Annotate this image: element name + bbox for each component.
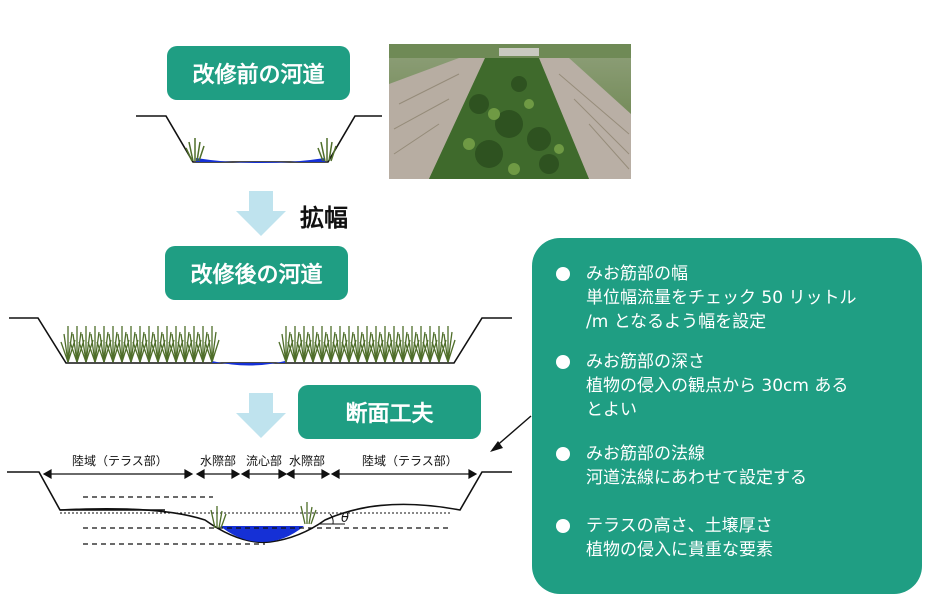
bullet-icon [556, 267, 570, 281]
info-item: みお筋部の法線 河道法線にあわせて設定する [556, 442, 910, 490]
info-item: テラスの高さ、土壌厚さ 植物の侵入に貴重な要素 [556, 514, 910, 562]
info-item-title: テラスの高さ、土壌厚さ [586, 516, 773, 536]
bullet-icon [556, 519, 570, 533]
grass-icon [185, 138, 337, 162]
info-item: みお筋部の深さ 植物の侵入の観点から 30cm ある とよい [556, 350, 910, 422]
grass-icon [210, 502, 317, 529]
grass-icon [60, 326, 456, 363]
detailed-cross-section [7, 468, 512, 545]
zone-arrows [42, 468, 478, 480]
info-item-line: 単位幅流量をチェック 50 リットル [586, 288, 857, 308]
down-arrow-icon [236, 393, 286, 438]
water [212, 361, 285, 366]
after-cross-section [9, 317, 512, 366]
info-item-title: みお筋部の法線 [586, 444, 705, 464]
info-panel: みお筋部の幅 単位幅流量をチェック 50 リットル /m となるよう幅を設定 み… [532, 238, 922, 594]
before-cross-section [136, 115, 382, 163]
info-item-title: みお筋部の深さ [586, 352, 705, 372]
zone-label-water-edge-left: 水際部 [200, 454, 237, 468]
after-title: 改修後の河道 [165, 246, 348, 300]
info-item-line: 植物の侵入に貴重な要素 [586, 540, 773, 560]
zone-label-flow-center: 流心部 [246, 454, 283, 468]
bullet-icon [556, 447, 570, 461]
info-item-line: 植物の侵入の観点から 30cm ある [586, 376, 849, 396]
water [220, 526, 304, 542]
info-item-line: 河道法線にあわせて設定する [586, 468, 807, 488]
river-photo [389, 44, 631, 179]
zone-label-land-right: 陸域（テラス部） [362, 454, 458, 468]
pointer-arrow-icon [490, 415, 532, 452]
info-item-title: みお筋部の幅 [586, 264, 688, 284]
info-item-line: とよい [586, 400, 637, 420]
water [196, 158, 325, 163]
zone-label-land-left: 陸域（テラス部） [72, 454, 168, 468]
zone-label-water-edge-right: 水際部 [289, 454, 326, 468]
bullet-icon [556, 355, 570, 369]
before-title: 改修前の河道 [167, 46, 350, 100]
theta-label: θ [341, 511, 349, 526]
section-title: 断面工夫 [298, 385, 481, 439]
info-item: みお筋部の幅 単位幅流量をチェック 50 リットル /m となるよう幅を設定 [556, 262, 910, 334]
widen-label: 拡幅 [300, 204, 348, 232]
info-item-line: /m となるよう幅を設定 [586, 312, 767, 332]
down-arrow-icon [236, 191, 286, 236]
